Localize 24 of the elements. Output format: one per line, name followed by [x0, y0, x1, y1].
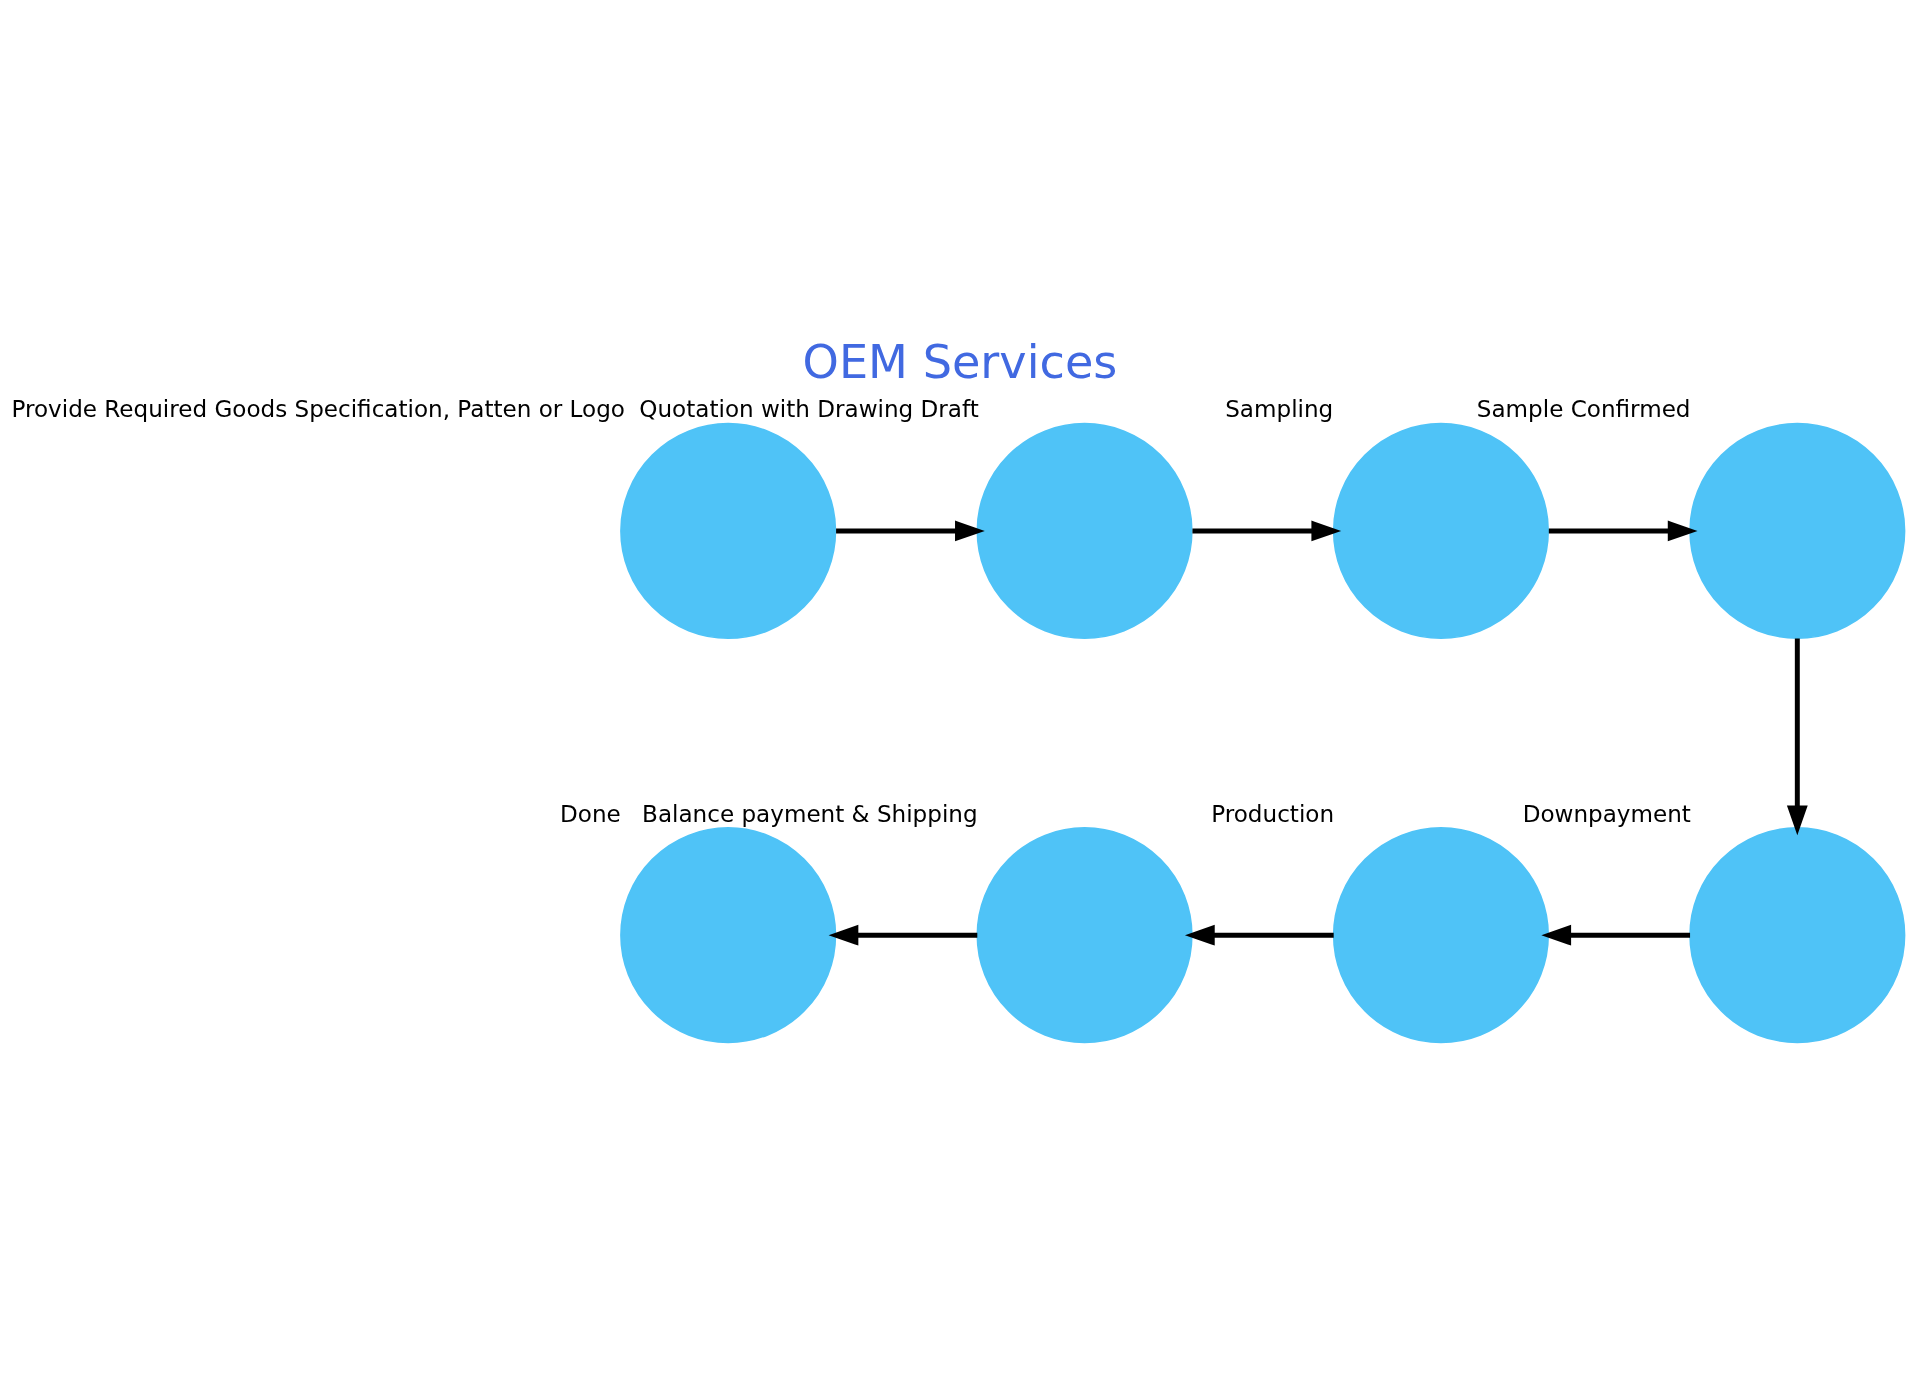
node-circle	[976, 422, 1193, 639]
arrow	[1548, 520, 1698, 542]
arrow	[1192, 520, 1342, 542]
node-circle	[1689, 422, 1906, 639]
node-circle	[620, 827, 837, 1044]
node-label: Done	[560, 800, 621, 827]
arrow	[828, 924, 978, 946]
node-label: Production	[1211, 800, 1335, 827]
node-label: Sampling	[1225, 396, 1334, 423]
node-circle	[1332, 422, 1549, 639]
arrow	[1786, 638, 1808, 836]
node-label: Quotation with Drawing Draft	[639, 396, 979, 423]
diagram-title: OEM Services	[802, 335, 1118, 390]
arrow	[1541, 924, 1691, 946]
node-label: Provide Required Goods Specification, Patten or Logo	[11, 396, 625, 423]
node-label: Sample Confirmed	[1476, 396, 1691, 423]
arrow	[836, 520, 985, 542]
arrow	[1184, 924, 1334, 946]
node-circle	[620, 422, 837, 639]
node-label: Downpayment	[1522, 800, 1691, 827]
node-circle	[1689, 827, 1906, 1044]
node-label: Balance payment & Shipping	[642, 800, 978, 827]
node-circle	[976, 827, 1193, 1044]
node-circle	[1332, 827, 1549, 1044]
